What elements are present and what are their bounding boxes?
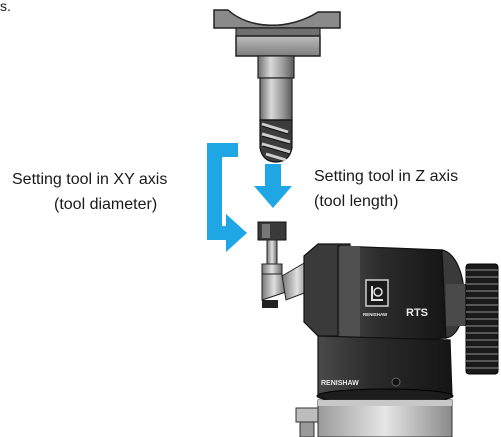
probe-body: [303, 243, 499, 404]
xy-label-line1: Setting tool in XY axis: [12, 171, 168, 188]
z-axis-arrow: [254, 164, 292, 208]
end-mill-cutter: [259, 77, 293, 163]
base-brand-text: RENISHAW: [321, 380, 359, 387]
z-label-line2: (tool length): [314, 193, 399, 210]
xy-label-line2: (tool diameter): [54, 196, 158, 213]
xy-axis-arrow: [207, 143, 247, 252]
logo-text: RENISHAW: [363, 312, 388, 317]
probe-base: [295, 399, 453, 437]
badge-model-text: RTS: [406, 307, 428, 319]
machine-spindle: [213, 9, 341, 79]
corner-text: s.: [0, 0, 11, 14]
z-label-line1: Setting tool in Z axis: [314, 168, 459, 185]
